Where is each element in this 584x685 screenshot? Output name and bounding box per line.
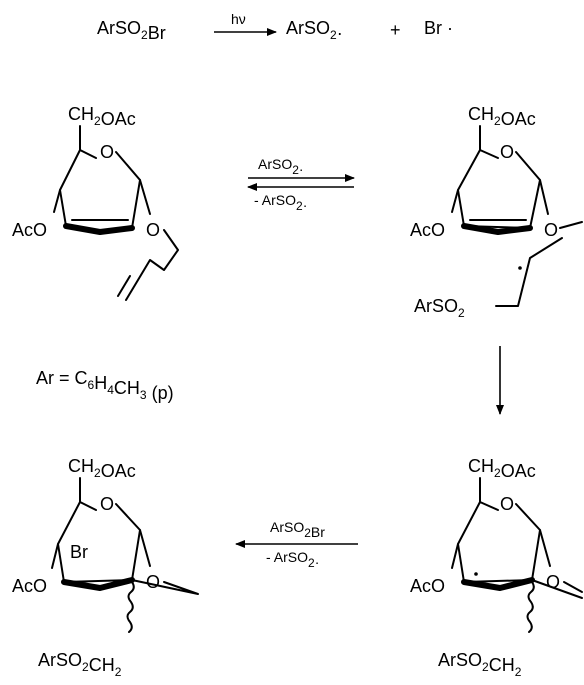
ring-oxygen: O: [500, 142, 514, 162]
allyl-terminal-alkene: [117, 275, 131, 297]
glycosidic-oxygen: O: [146, 220, 160, 240]
radical-dot: [474, 572, 478, 576]
glycosidic-oxygen: O: [544, 220, 558, 240]
forward-label: ArSO2·: [258, 156, 304, 177]
allyl-chain: [125, 229, 179, 301]
reagent-label: ArSO2Br: [270, 519, 325, 540]
arso2-label: ArSO2: [414, 296, 465, 320]
anomeric-o-bond: [539, 529, 551, 567]
arso2ch2-label: ArSO2CH2: [438, 650, 522, 679]
radical-dot: [518, 266, 522, 270]
cyclized-radical-structure: CH2OAc O AcO O ArSO2CH2: [410, 456, 583, 679]
byproduct-label: - ArSO2·: [266, 549, 319, 570]
ch2oac-label: CH2OAc: [68, 456, 136, 481]
ch2oac-label: CH2OAc: [468, 456, 536, 481]
anomeric-o-bond: [139, 529, 151, 567]
c4-oac-bond: [51, 543, 59, 569]
radical-chain: [495, 221, 583, 307]
wavy-bond: [526, 581, 535, 633]
allyl-glycoside-structure: CH2OAc O AcO O: [12, 104, 179, 301]
ring-skeleton: [457, 149, 541, 229]
arso2ch2-label: ArSO2CH2: [38, 650, 122, 679]
furanose-bridge: [531, 579, 583, 599]
aco-label: AcO: [410, 220, 445, 240]
ring-front-bond: [461, 223, 533, 235]
arso2br-reactant: ArSO2Br: [97, 18, 166, 43]
aco-label: AcO: [12, 576, 47, 596]
ch2oac-label: CH2OAc: [68, 104, 136, 129]
c4-oac-bond: [451, 543, 459, 569]
anomeric-o-bond: [139, 179, 151, 215]
aco-label: AcO: [410, 576, 445, 596]
bridge-oxygen: O: [146, 572, 160, 592]
anomeric-o-bond: [539, 179, 549, 215]
ring-front-bond: [461, 577, 535, 591]
reverse-label: - ArSO2·: [254, 192, 307, 213]
hv-condition: hν: [231, 11, 246, 27]
bromide-product-structure: CH2OAc O Br AcO O ArSO2CH2: [12, 456, 199, 679]
equilibrium: ArSO2· - ArSO2·: [247, 156, 355, 213]
ring-front-bond: [61, 577, 135, 591]
ring-oxygen: O: [100, 142, 114, 162]
c4-oac-bond: [53, 189, 61, 213]
ring-oxygen: O: [100, 494, 114, 514]
furanose-bridge: [131, 579, 199, 595]
ch2oac-label: CH2OAc: [468, 104, 536, 129]
ring-oxygen: O: [500, 494, 514, 514]
c4-oac-bond: [451, 189, 459, 213]
bromination-step: ArSO2Br - ArSO2·: [235, 519, 358, 570]
bromine-label: Br: [70, 542, 88, 562]
ring-front-bond: [63, 223, 135, 235]
plus-sign: +: [390, 20, 401, 40]
aco-label: AcO: [12, 220, 47, 240]
initiation-equation: ArSO2Br hν ArSO2· + Br ·: [97, 11, 453, 43]
aryl-definition: Ar = C6H4CH3 (p): [36, 368, 174, 403]
bromine-radical: Br ·: [424, 18, 453, 38]
adduct-radical-structure: CH2OAc O AcO O ArSO2: [410, 104, 583, 320]
wavy-bond: [126, 581, 135, 633]
ring-skeleton: [457, 501, 541, 583]
arso2-radical: ArSO2·: [286, 18, 343, 43]
